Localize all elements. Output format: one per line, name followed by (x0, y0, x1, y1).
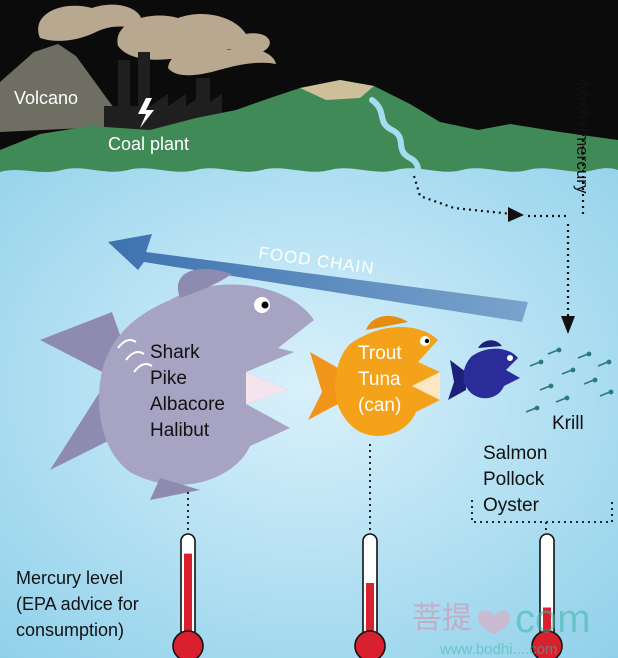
thermometer-connectors (187, 444, 613, 532)
small-fish-label: Salmon Pollock Oyster (483, 443, 553, 516)
thermometer-bulb (172, 630, 204, 658)
medium-fish-item: Tuna (358, 369, 401, 390)
volcano-shape (0, 44, 128, 132)
thermometer-bulb (354, 630, 386, 658)
mercury-fill (366, 583, 374, 638)
hill-peak (300, 80, 374, 100)
krill-swarm (525, 347, 614, 413)
methylmercury-label: Methylmercury (573, 82, 592, 194)
small-fish-item: Pollock (483, 469, 545, 490)
heart-icon (477, 610, 511, 634)
green-hills (0, 80, 618, 175)
watermark-brand: 菩提 (412, 602, 472, 635)
large-fish-item: Pike (150, 368, 187, 389)
shark-illustration (40, 268, 314, 500)
legend-line: (EPA advice for (16, 594, 139, 614)
tuna-illustration (308, 315, 440, 436)
large-fish-item: Shark (150, 342, 200, 363)
food-chain-arrow (108, 234, 528, 322)
water (0, 168, 618, 658)
mercury-thermometer (354, 533, 386, 658)
watermark-url: www.bodhi....com (439, 641, 558, 658)
river (369, 97, 421, 179)
legend-line: consumption) (16, 620, 124, 640)
mercury-fill (543, 607, 551, 638)
coal-plant-label: Coal plant (108, 134, 189, 154)
mercury-level-legend: Mercury level (EPA advice for consumptio… (16, 568, 144, 640)
volcano-label: Volcano (14, 88, 78, 108)
mercury-thermometer (531, 533, 563, 658)
mercury-fill (184, 553, 192, 638)
thermometer-bulb (531, 630, 563, 658)
thermometers (172, 533, 563, 658)
mercury-thermometer (172, 533, 204, 658)
medium-fish-label: Trout Tuna (can) (358, 343, 407, 416)
large-fish-label: Shark Pike Albacore Halibut (150, 342, 230, 441)
path-arrowhead (508, 207, 524, 222)
krill-arrowhead (561, 316, 575, 334)
watermark-suffix: com (515, 597, 591, 641)
smoke-plumes (38, 4, 276, 76)
small-fish-item: Oyster (483, 495, 540, 516)
large-fish-item: Albacore (150, 394, 225, 415)
krill-label: Krill (552, 413, 584, 434)
small-fish-illustration (448, 340, 520, 400)
legend-line: Mercury level (16, 568, 123, 588)
medium-fish-item: Trout (358, 343, 402, 364)
methylmercury-path (412, 78, 585, 318)
watermark: 菩提 com www.bodhi....com (412, 597, 591, 658)
large-fish-item: Halibut (150, 420, 210, 441)
medium-fish-item: (can) (358, 395, 401, 416)
small-fish-item: Salmon (483, 443, 547, 464)
